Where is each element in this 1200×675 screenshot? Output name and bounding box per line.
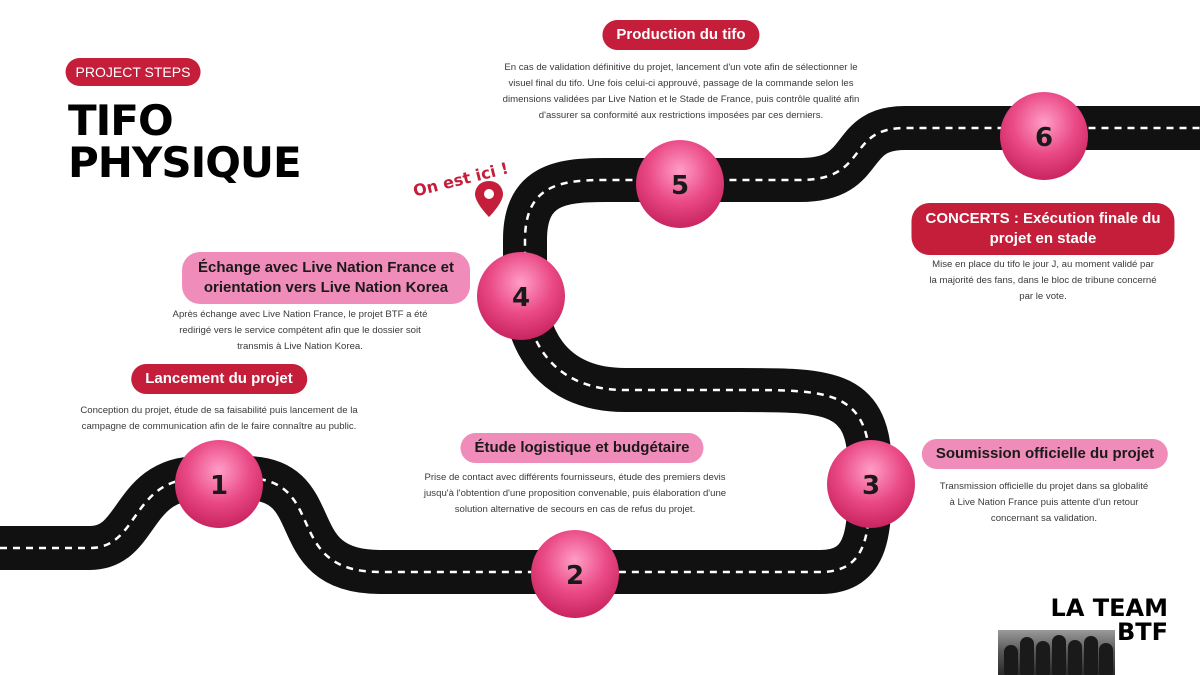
step-3-description: Transmission officielle du projet dans s…: [914, 479, 1174, 527]
step-1-line: campagne de communication afin de le fai…: [81, 421, 357, 432]
step-number-4: 4: [512, 283, 530, 313]
step-5-title: Production du tifo: [602, 20, 760, 50]
step-number-2: 2: [566, 561, 584, 591]
step-circle-4: 4: [477, 252, 565, 340]
team-line-1: LA TEAM: [1050, 594, 1168, 622]
page-title: TIFO PHYSIQUE: [68, 96, 302, 187]
title-line-1: TIFO: [68, 96, 174, 145]
photo-figure: [1099, 643, 1113, 675]
step-2-line: solution alternative de secours en cas d…: [454, 504, 696, 515]
step-1-description: Conception du projet, étude de sa faisab…: [49, 403, 389, 435]
project-steps-tag: PROJECT STEPS: [65, 58, 201, 86]
step-3-title: Soumission officielle du projet: [921, 439, 1169, 469]
step-1-title: Lancement du projet: [131, 364, 307, 394]
step-6-title-line: CONCERTS : Exécution finale du: [925, 210, 1161, 227]
step-5-description: En cas de validation définitive du proje…: [471, 60, 891, 124]
step-number-3: 3: [862, 471, 880, 501]
step-4-line: redirigé vers le service compétent afin …: [179, 325, 421, 336]
photo-figure: [1052, 635, 1066, 675]
step-6-line: la majorité des fans, dans le bloc de tr…: [929, 275, 1157, 286]
team-line-2: BTF: [1116, 618, 1168, 646]
step-5-line: visuel final du tifo. Une fois celui-ci …: [508, 78, 854, 89]
step-number-5: 5: [671, 171, 689, 201]
step-6-description: Mise en place du tifo le jour J, au mome…: [903, 257, 1183, 305]
step-2-title: Étude logistique et budgétaire: [460, 433, 704, 463]
team-logo: LA TEAM BTF: [1051, 596, 1168, 644]
step-4-title-line: orientation vers Live Nation Korea: [203, 279, 449, 296]
step-4-line: transmis à Live Nation Korea.: [237, 341, 363, 352]
step-5-line: d'assurer sa conformité aux restrictions…: [538, 110, 824, 121]
step-4-description: Après échange avec Live Nation France, l…: [155, 307, 445, 355]
step-circle-6: 6: [1000, 92, 1088, 180]
step-4-title: Échange avec Live Nation France et orien…: [182, 252, 470, 304]
step-6-line: Mise en place du tifo le jour J, au mome…: [932, 259, 1154, 270]
step-1-line: Conception du projet, étude de sa faisab…: [80, 405, 358, 416]
location-pin-icon: [475, 181, 503, 217]
title-line-2: PHYSIQUE: [68, 138, 302, 187]
step-5-line: En cas de validation définitive du proje…: [504, 62, 858, 73]
step-circle-5: 5: [636, 140, 724, 228]
step-circle-2: 2: [531, 530, 619, 618]
photo-figure: [1020, 637, 1034, 675]
step-6-title-line: projet en stade: [989, 230, 1097, 247]
step-3-line: à Live Nation France puis attente d'un r…: [949, 497, 1139, 508]
step-2-description: Prise de contact avec différents fournis…: [395, 470, 755, 518]
step-3-line: Transmission officielle du projet dans s…: [939, 481, 1149, 492]
step-3-line: concernant sa validation.: [990, 513, 1098, 524]
photo-figure: [1068, 640, 1082, 675]
step-6-title: CONCERTS : Exécution finale du projet en…: [911, 203, 1175, 255]
step-circle-3: 3: [827, 440, 915, 528]
step-number-6: 6: [1035, 123, 1053, 153]
step-2-line: jusqu'à l'obtention d'une proposition co…: [423, 488, 727, 499]
step-circle-1: 1: [175, 440, 263, 528]
step-4-title-line: Échange avec Live Nation France et: [198, 259, 454, 276]
photo-figure: [1004, 645, 1018, 675]
photo-figure: [1036, 641, 1050, 675]
group-photo: [998, 630, 1115, 675]
step-4-line: Après échange avec Live Nation France, l…: [172, 309, 428, 320]
step-6-line: par le vote.: [1019, 291, 1067, 302]
step-2-line: Prise de contact avec différents fournis…: [424, 472, 726, 483]
step-5-line: dimensions validées par Live Nation et l…: [502, 94, 860, 105]
photo-figure: [1084, 636, 1098, 675]
step-number-1: 1: [210, 471, 228, 501]
